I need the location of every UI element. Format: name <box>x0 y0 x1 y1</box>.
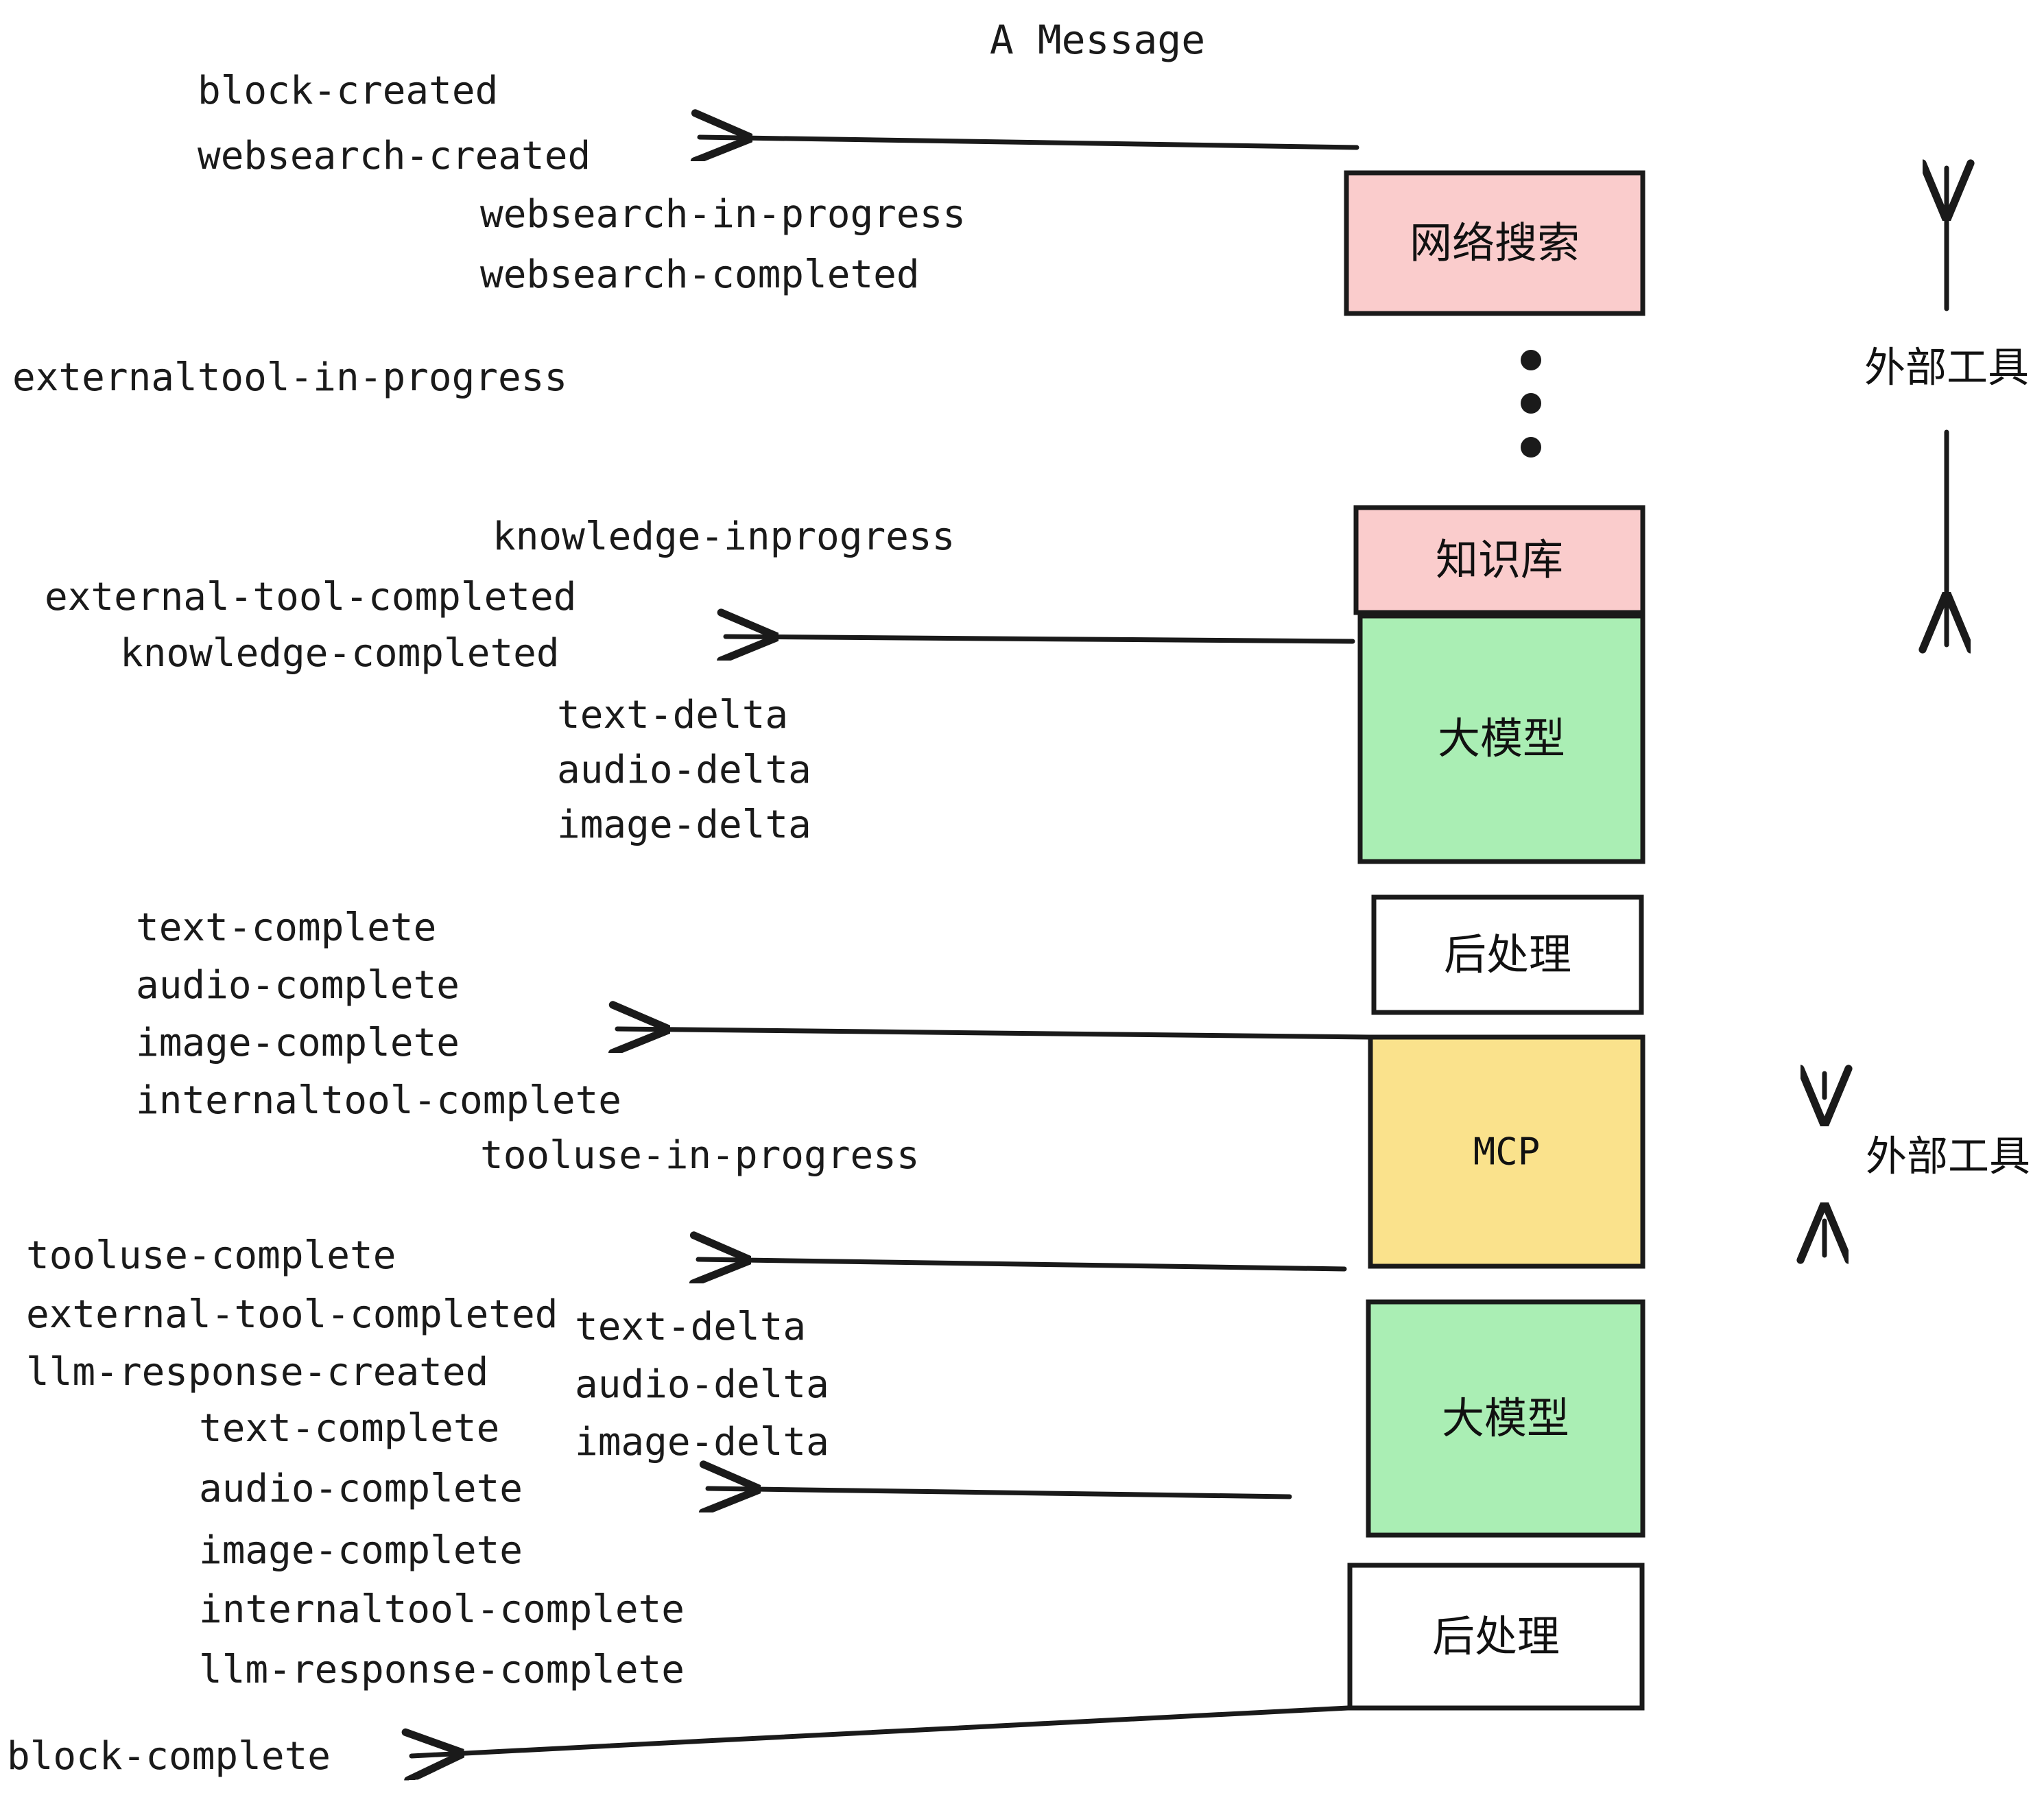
event-label-e28: image-delta <box>575 1420 829 1464</box>
page-title: A Message <box>990 16 1205 63</box>
box-postprocess-2: 后处理 <box>1347 1563 1645 1711</box>
ellipsis-dot-1 <box>1521 350 1541 370</box>
event-label-e8: knowledge-completed <box>120 631 560 676</box>
box-postprocess-1-rect <box>1371 894 1644 1015</box>
side-group-external-tools-bottom: 外部工具 <box>1825 1073 2030 1255</box>
event-label-e17: tooluse-complete <box>26 1233 396 1278</box>
arrow-a4 <box>698 1259 1347 1269</box>
box-llm-1-rect <box>1357 613 1645 864</box>
event-label-e21: audio-complete <box>199 1467 523 1511</box>
event-label-e15: internaltool-complete <box>136 1078 621 1123</box>
box-websearch-rect <box>1344 170 1645 316</box>
box-llm-1: 大模型 <box>1357 613 1645 864</box>
flow-arrows <box>412 137 1372 1756</box>
side-group-label: 外部工具 <box>1866 1133 2030 1181</box>
box-mcp-rect <box>1368 1034 1645 1269</box>
event-label-e3: websearch-in-progress <box>480 192 966 237</box>
box-websearch: 网络搜索 <box>1344 170 1645 316</box>
side-group-external-tools-top: 外部工具 <box>1864 168 2029 645</box>
event-label-e26: text-delta <box>575 1305 806 1349</box>
event-label-e7: external-tool-completed <box>45 575 576 619</box>
box-postprocess-2-rect <box>1347 1563 1645 1711</box>
arrow-a5 <box>708 1488 1292 1497</box>
ellipsis-dots <box>1521 350 1541 458</box>
box-postprocess-1-label: 后处理 <box>1444 929 1571 980</box>
box-llm-2: 大模型 <box>1366 1299 1645 1538</box>
event-label-e16: tooluse-in-progress <box>480 1133 920 1178</box>
event-label-e24: llm-response-complete <box>199 1648 685 1692</box>
box-postprocess-2-label: 后处理 <box>1432 1611 1560 1661</box>
box-knowledge-label: 知识库 <box>1436 535 1563 585</box>
box-llm-2-label: 大模型 <box>1442 1393 1569 1443</box>
ellipsis-dot-2 <box>1521 393 1541 414</box>
event-label-e1: block-created <box>198 69 498 113</box>
event-label-e12: text-complete <box>136 905 436 950</box>
arrow-a2 <box>726 637 1355 641</box>
arrow-a6 <box>412 1705 1351 1756</box>
event-label-e18: external-tool-completed <box>26 1292 558 1337</box>
event-label-e10: audio-delta <box>557 748 811 792</box>
event-label-e23: internaltool-complete <box>199 1587 685 1632</box>
event-label-e13: audio-complete <box>136 963 460 1008</box>
event-label-e2: websearch-created <box>198 134 591 178</box>
event-label-e5: externaltool-in-progress <box>12 355 567 400</box>
event-label-e11: image-delta <box>557 803 811 847</box>
ellipsis-dot-3 <box>1521 437 1541 458</box>
box-llm-2-rect <box>1366 1299 1645 1538</box>
box-knowledge-rect <box>1353 505 1645 615</box>
event-label-e9: text-delta <box>557 693 788 737</box>
box-websearch-label: 网络搜索 <box>1410 218 1580 268</box>
event-label-e19: llm-response-created <box>26 1350 488 1394</box>
box-mcp: MCP <box>1368 1034 1645 1269</box>
event-label-e6: knowledge-inprogress <box>492 514 955 559</box>
event-label-e14: image-complete <box>136 1021 460 1065</box>
side-group-label: 外部工具 <box>1864 344 2029 392</box>
event-label-e22: image-complete <box>199 1528 523 1573</box>
event-labels: block-created websearch-created websearch-… <box>7 69 966 1779</box>
event-label-e25: block-complete <box>7 1734 331 1779</box>
arrow-a3 <box>617 1029 1372 1037</box>
box-knowledge: 知识库 <box>1353 505 1645 615</box>
box-llm-1-label: 大模型 <box>1438 713 1565 763</box>
arrow-a1 <box>700 137 1359 147</box>
event-label-e27: audio-delta <box>575 1362 829 1407</box>
box-mcp-label: MCP <box>1473 1130 1541 1174</box>
event-label-e20: text-complete <box>199 1406 499 1451</box>
box-postprocess-1: 后处理 <box>1371 894 1644 1015</box>
event-label-e4: websearch-completed <box>480 252 920 297</box>
